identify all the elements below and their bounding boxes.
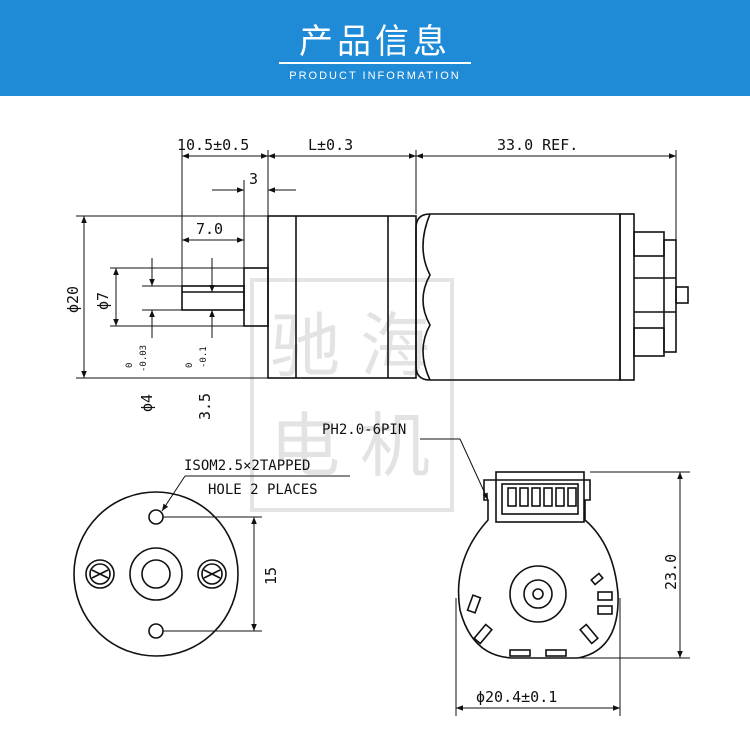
dim-dia-4: ϕ4 xyxy=(138,394,156,412)
front-dimensions xyxy=(161,475,350,632)
watermark-char-3: 电 xyxy=(270,405,340,487)
motor-body xyxy=(415,213,621,381)
dim-flat-tol-upper: 0 xyxy=(185,363,195,368)
rear-dimensions xyxy=(420,438,690,716)
dim-dia-4-tol-lower: -0.03 xyxy=(139,345,149,372)
header-banner: 产品信息 PRODUCT INFORMATION xyxy=(0,0,750,96)
dim-dia-4-tol-upper: 0 xyxy=(125,363,135,368)
dim-dia-20: ϕ20 xyxy=(64,286,82,313)
shaft-boss xyxy=(243,267,269,327)
shaft-circle xyxy=(141,559,171,589)
shaft-boss-circle xyxy=(129,547,183,601)
watermark-stamp: 驰 海 电 机 xyxy=(250,278,454,512)
rear-view xyxy=(457,471,619,659)
dim-dia-20-4: ϕ20.4±0.1 xyxy=(476,688,557,706)
tapped-note-line1: ISOM2.5×2TAPPED xyxy=(184,458,310,474)
front-face xyxy=(73,491,239,657)
dim-flat-tol-lower: -0.1 xyxy=(199,346,209,368)
connector-label: PH2.0-6PIN xyxy=(322,422,406,438)
output-shaft xyxy=(181,285,245,311)
side-view xyxy=(181,213,689,381)
connector-housing xyxy=(495,471,585,523)
watermark-char-2: 海 xyxy=(360,305,430,387)
rear-housing xyxy=(457,479,619,659)
dim-33-ref: 33.0 REF. xyxy=(497,136,578,154)
watermark-char-4: 机 xyxy=(360,405,430,487)
dim-step-3: 3 xyxy=(249,170,258,188)
dim-hole-spacing: 15 xyxy=(262,567,280,585)
page-title: 产品信息 xyxy=(299,22,451,62)
dim-flat-3-5: 3.5 xyxy=(196,393,214,420)
dim-L: L±0.3 xyxy=(308,136,353,154)
page-subtitle: PRODUCT INFORMATION xyxy=(289,70,461,82)
watermark-char-1: 驰 xyxy=(270,305,340,387)
title-divider xyxy=(279,62,471,64)
dim-10-5: 10.5±0.5 xyxy=(177,136,249,154)
side-dimensions xyxy=(76,150,677,379)
tapped-note-line2: HOLE 2 PLACES xyxy=(208,482,318,498)
dim-dia-7: ϕ7 xyxy=(94,292,112,310)
dim-shaft-7: 7.0 xyxy=(196,220,223,238)
front-view xyxy=(73,491,239,657)
dim-height-23: 23.0 xyxy=(662,554,680,590)
